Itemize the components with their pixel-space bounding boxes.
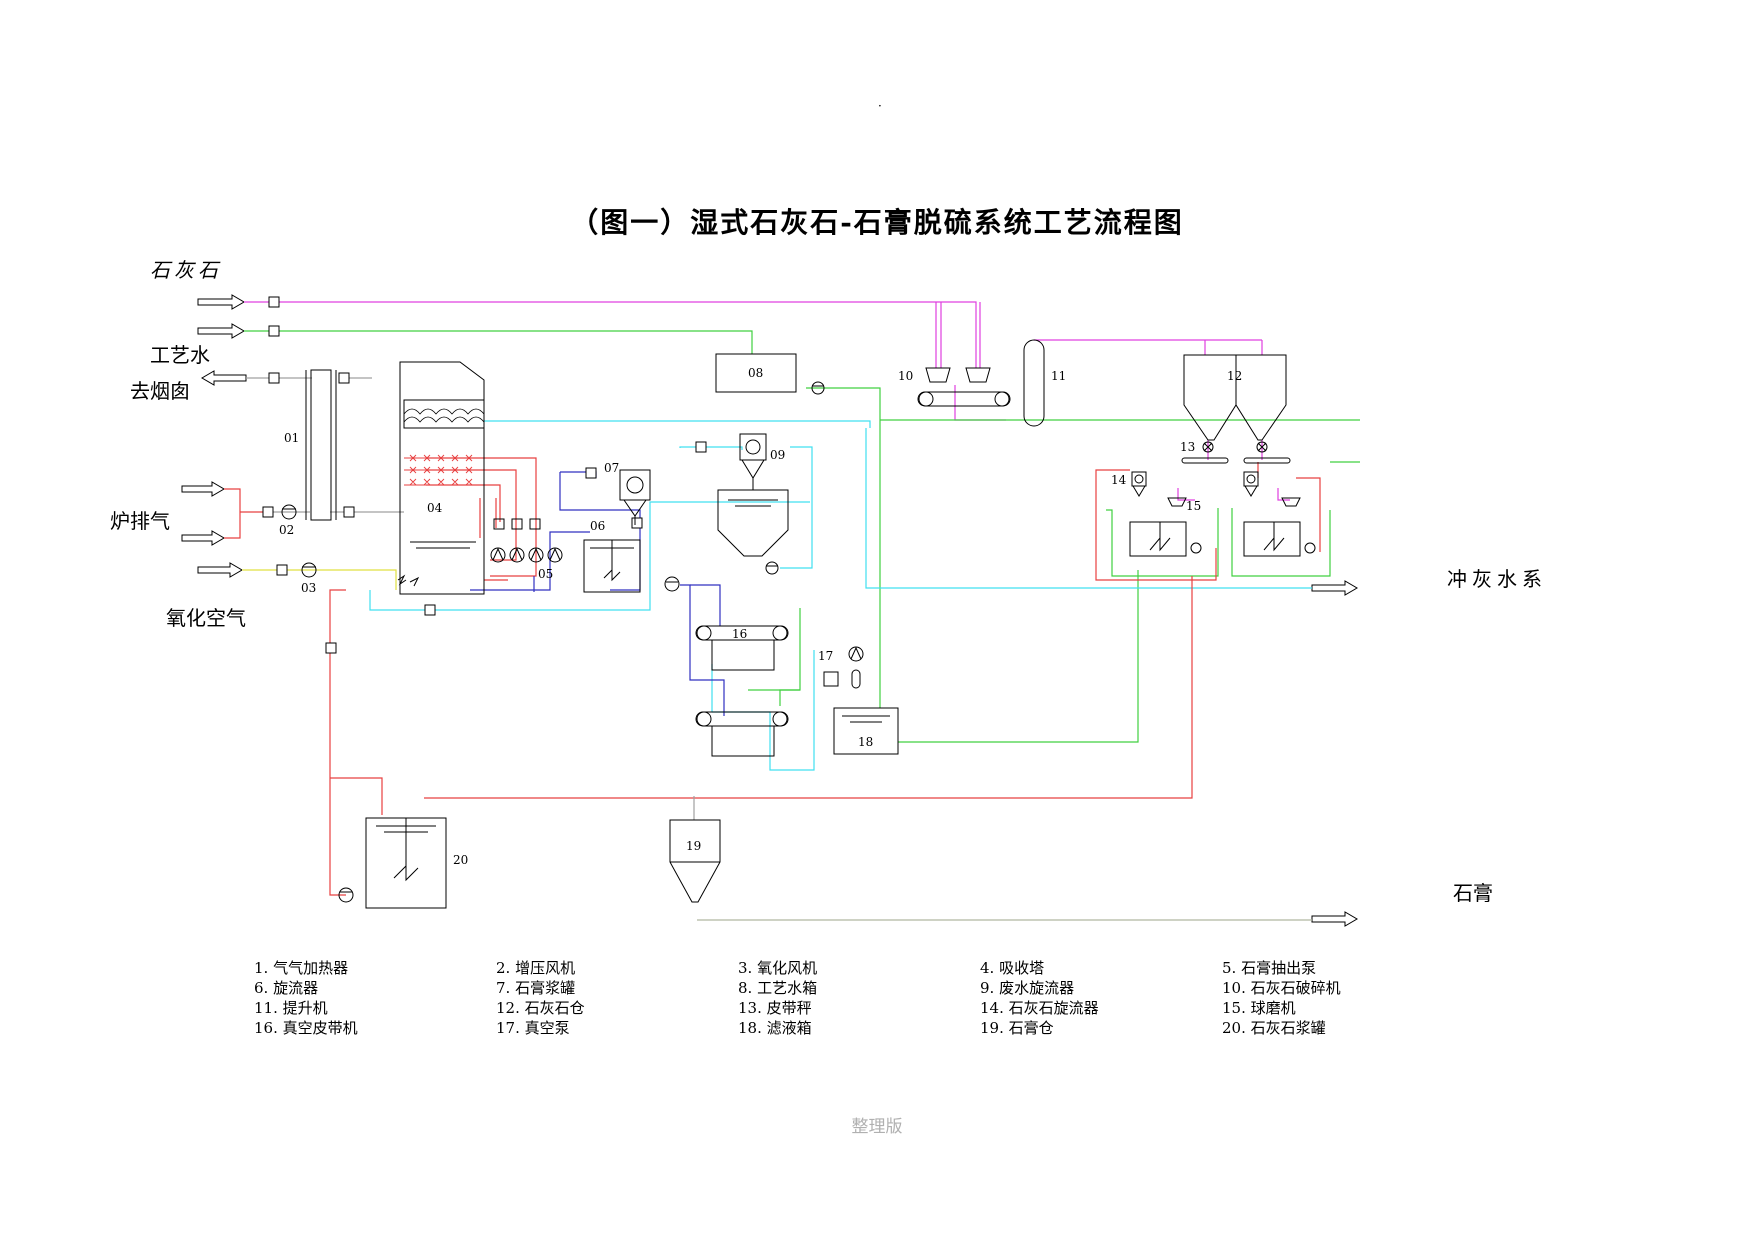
footer-watermark: 整理版 [852,1117,903,1137]
legend-16: 16. 真空皮带机 [254,1019,358,1037]
process-water-tank [715,353,825,395]
gypsum-extraction-pumps [490,518,563,563]
arrow-gypsum-out [1311,911,1358,927]
legend-5: 5. 石膏抽出泵 [1222,959,1316,977]
legend-13: 13. 皮带秤 [738,999,812,1017]
num-10: 10 [898,369,913,383]
legend-12: 12. 石灰石仓 [496,999,585,1017]
absorber-tower [397,361,485,595]
legend-15: 15. 球磨机 [1222,999,1296,1017]
legend-17: 17. 真空泵 [496,1019,570,1037]
arrow-water-in [197,323,245,339]
legend-6: 6. 旋流器 [254,979,318,997]
red-lines [224,457,1321,896]
num-15: 15 [1186,499,1201,513]
num-18: 18 [858,735,873,749]
vacuum-pump [823,646,864,689]
filtrate-tank [833,707,899,755]
num-02: 02 [279,523,294,537]
bucket-elevator [1023,339,1045,427]
wastewater-cyclone [717,433,789,575]
circulation-pumps [664,576,680,592]
gypsum-slurry-tank [619,469,651,525]
num-13: 13 [1180,440,1195,454]
num-19: 19 [686,839,701,853]
vacuum-belt-filter [695,625,789,757]
arrow-air-in [197,562,243,578]
diagram-title: （图一）湿式石灰石-石膏脱硫系统工艺流程图 [570,206,1184,239]
num-01: 01 [284,431,299,445]
limestone-lines [244,301,1290,501]
num-11: 11 [1051,369,1066,383]
yellow-lines [242,569,397,590]
num-17: 17 [818,649,833,663]
num-04: 04 [427,501,443,515]
legend-4: 4. 吸收塔 [980,959,1044,977]
arrow-exhaust-in-1 [181,481,225,497]
label-oxidation-air: 氧化空气 [166,606,246,630]
label-gypsum: 石膏 [1453,881,1493,905]
num-03: 03 [301,581,316,595]
num-05: 05 [538,567,553,581]
blue-lines [470,471,725,716]
arrow-to-chimney [201,370,247,386]
legend-14: 14. 石灰石旋流器 [980,999,1099,1017]
belt-weigher [1181,441,1291,464]
legend-3: 3. 氧化风机 [738,959,817,977]
label-ash-flush: 冲灰水系 [1447,567,1547,591]
legend-1: 1. 气气加热器 [254,959,348,977]
legend-11: 11. 提升机 [254,999,328,1017]
header-dot: · [878,99,882,113]
num-16: 16 [732,627,747,641]
limestone-cyclone [1131,471,1259,497]
gas-gas-heater [305,369,337,521]
arrow-exhaust-in-2 [181,530,225,546]
water-lines [244,330,1360,743]
legend-20: 20. 石灰石浆罐 [1222,1019,1326,1037]
ball-mill [1129,497,1316,557]
hydrocyclone [583,539,641,593]
arrow-limestone-in [197,294,245,310]
limestone-slurry-tank [338,817,447,909]
label-process-water: 工艺水 [150,343,210,367]
label-to-chimney: 去烟囱 [130,379,190,403]
legend-10: 10. 石灰石破碎机 [1222,979,1341,997]
oxidation-fan [301,562,317,578]
num-06: 06 [590,519,605,533]
num-09: 09 [770,448,785,462]
limestone-silo [1183,354,1287,441]
legend-9: 9. 废水旋流器 [980,979,1074,997]
valve-squares [262,296,707,654]
arrow-ash-flush-out [1311,580,1358,596]
legend-2: 2. 增压风机 [496,959,575,977]
legend-18: 18. 滤液箱 [738,1019,812,1037]
num-08: 08 [748,366,763,380]
legend: 1. 气气加热器 2. 增压风机 3. 氧化风机 4. 吸收塔 5. 石膏抽出泵… [254,959,1341,1037]
cyan-lines [369,420,1312,771]
num-07: 07 [604,461,619,475]
booster-fan [281,504,297,520]
label-boiler-exhaust: 炉排气 [110,509,170,533]
gypsum-silo [669,819,721,903]
gray-lines [246,377,695,820]
num-14: 14 [1111,473,1127,487]
label-limestone: 石灰石 [150,258,222,282]
legend-7: 7. 石膏浆罐 [496,979,575,997]
limestone-crusher [917,367,1011,407]
num-20: 20 [453,853,468,867]
legend-19: 19. 石膏仓 [980,1019,1054,1037]
num-12: 12 [1227,369,1242,383]
legend-8: 8. 工艺水箱 [738,979,817,997]
